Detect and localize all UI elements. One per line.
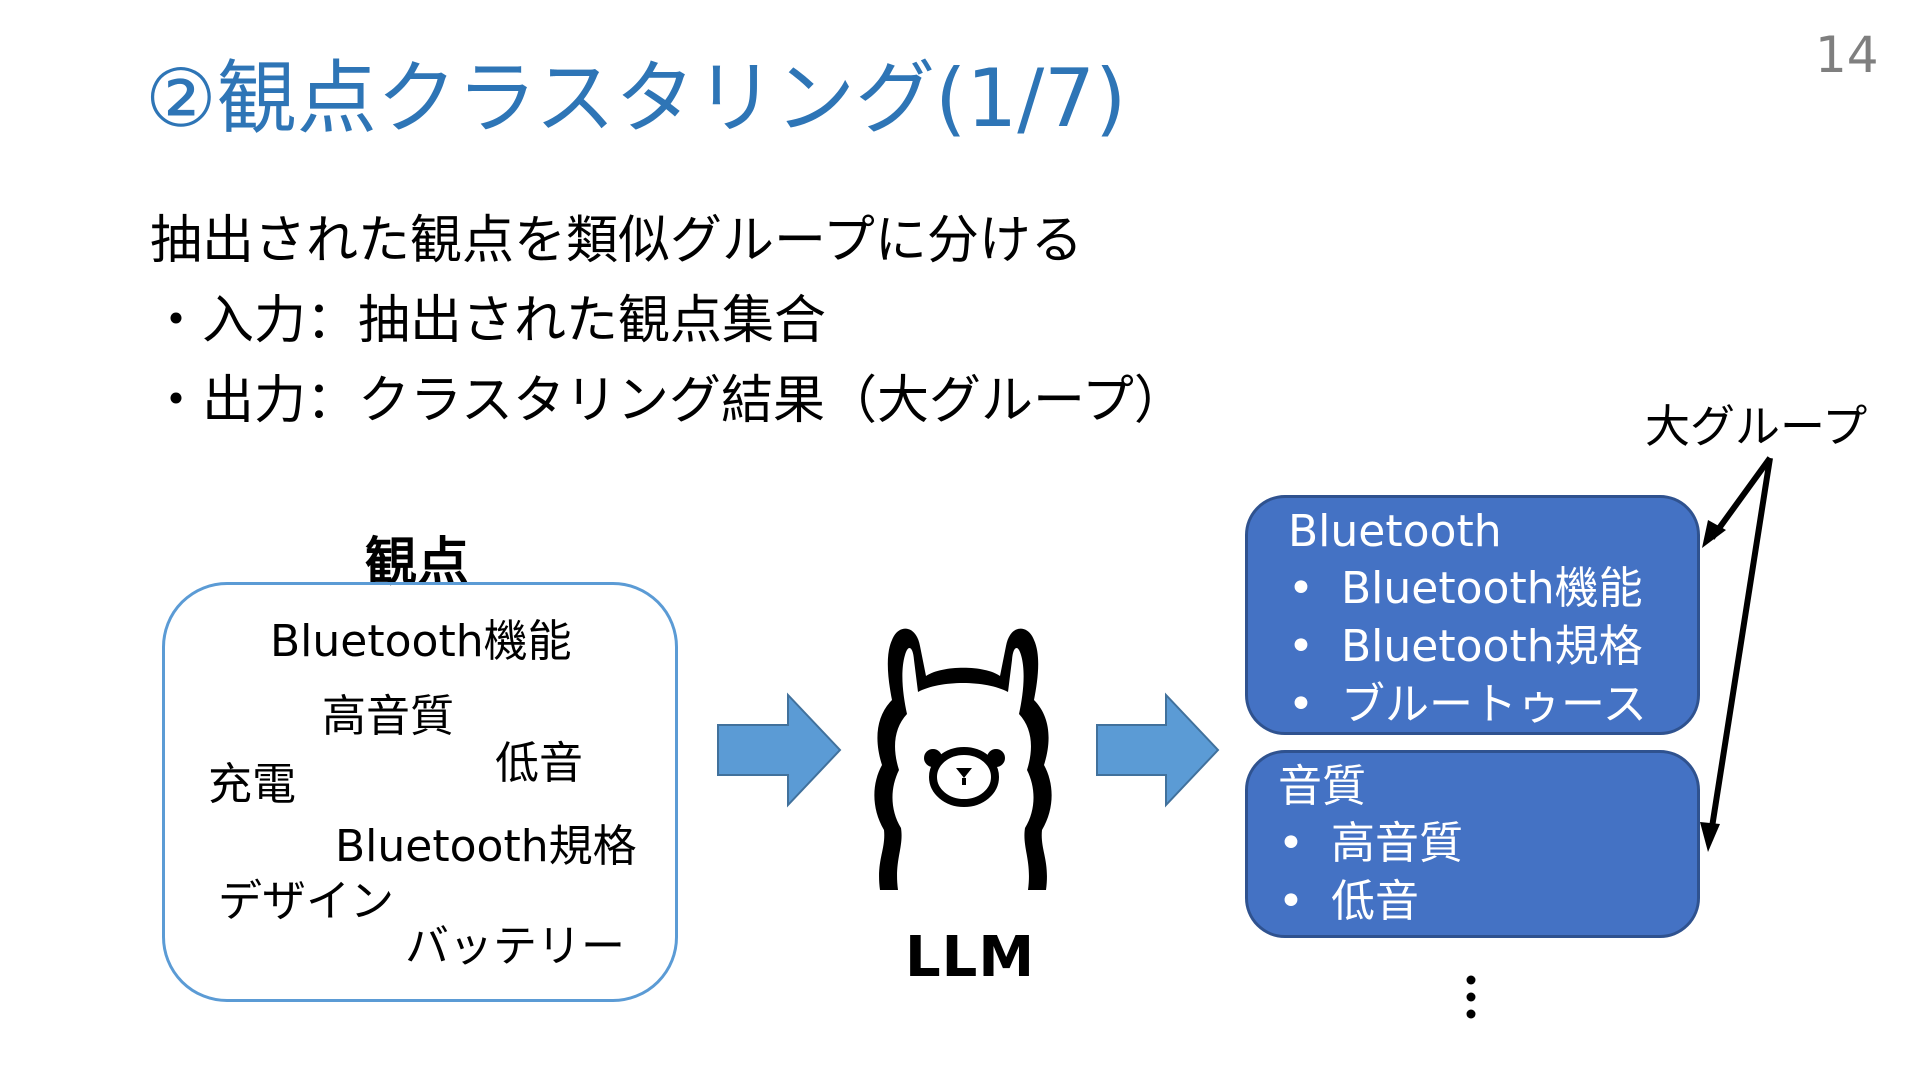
bullet-input: ・入力：抽出された観点集合 (150, 291, 827, 351)
viewpoint-item: デザイン (218, 876, 394, 927)
slide-title: ②観点クラスタリング(1/7) (145, 52, 1127, 145)
cluster-item: ブルートゥース (1288, 676, 1697, 734)
right-block-arrow-icon (717, 692, 842, 808)
cluster-title: Bluetooth (1288, 506, 1502, 557)
group-label: 大グループ (1645, 400, 1868, 453)
viewpoint-item: Bluetooth規格 (335, 821, 637, 872)
viewpoint-box (162, 582, 678, 1002)
cluster-title: 音質 (1278, 761, 1366, 812)
llm-label: LLM (905, 925, 1036, 990)
vertical-ellipsis-icon (1466, 975, 1476, 1019)
cluster-item: 高音質 (1278, 815, 1697, 873)
llama-icon (874, 628, 1052, 890)
right-block-arrow-icon (1096, 692, 1220, 808)
viewpoint-item: 充電 (208, 759, 296, 810)
viewpoint-item: 高音質 (322, 691, 454, 742)
viewpoint-item: バッテリー (405, 921, 625, 972)
cluster-sound-quality: 音質 高音質 低音 (1245, 750, 1700, 938)
viewpoint-item: 低音 (495, 738, 583, 789)
viewpoint-item: Bluetooth機能 (270, 616, 572, 667)
cluster-bluetooth: Bluetooth Bluetooth機能 Bluetooth規格 ブルートゥー… (1245, 495, 1700, 735)
arrowhead (1702, 520, 1726, 548)
cluster-item: Bluetooth規格 (1288, 618, 1697, 676)
page-number: 14 (1815, 26, 1879, 84)
intro-text: 抽出された観点を類似グループに分ける (150, 211, 1083, 271)
cluster-item: 低音 (1278, 873, 1697, 931)
bullet-output: ・出力：クラスタリング結果（大グループ） (150, 371, 1186, 431)
cluster-item: Bluetooth機能 (1288, 560, 1697, 618)
arrowhead (1700, 822, 1720, 852)
group-connector-arrows (1707, 456, 1773, 841)
